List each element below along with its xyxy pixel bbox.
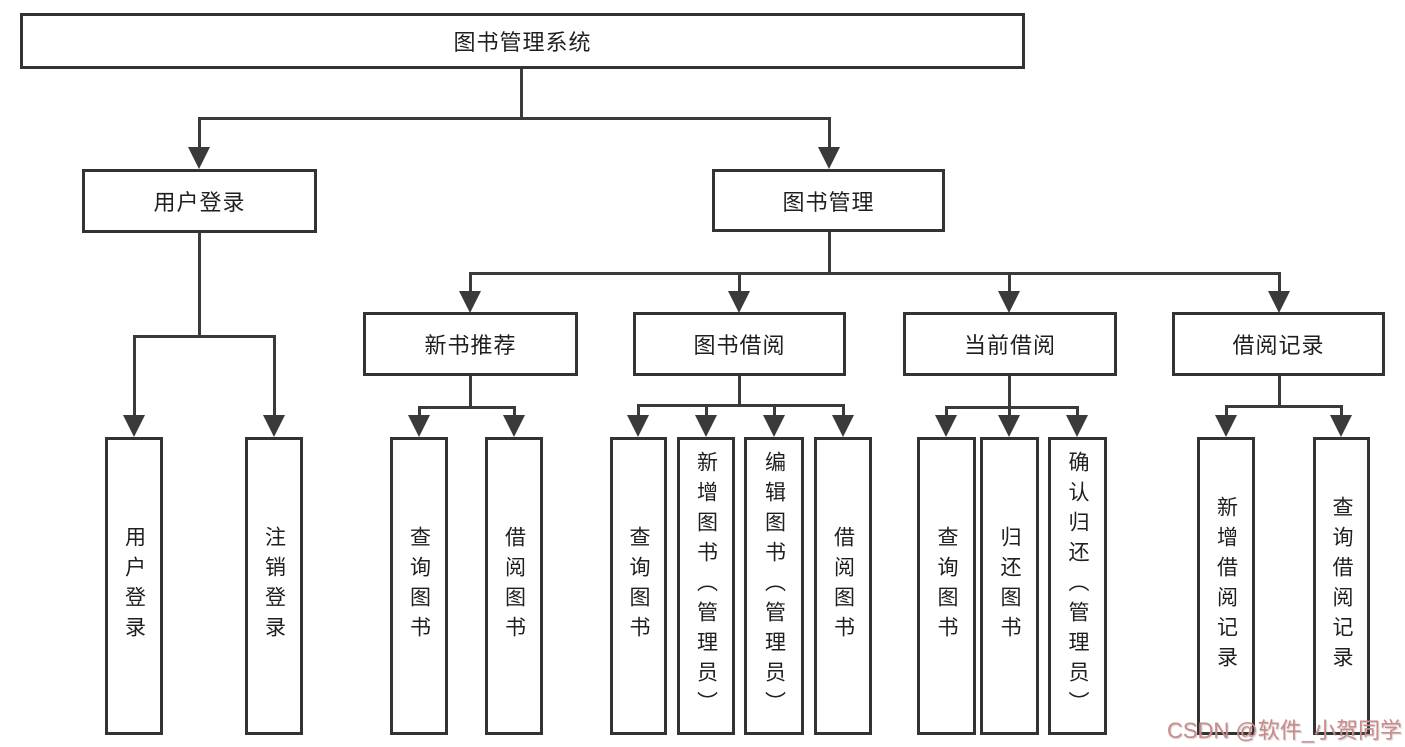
leaf-label: 查询图书 xyxy=(407,526,431,646)
leaf-edit-book-admin: 编辑图书（管理员） xyxy=(744,437,804,735)
connector-line xyxy=(828,232,831,272)
leaf-label: 注销登录 xyxy=(262,526,286,646)
connector-line xyxy=(1076,406,1079,415)
leaf-return-books: 归还图书 xyxy=(980,437,1039,735)
leaf-label: 用户登录 xyxy=(122,526,146,646)
node-label: 借阅记录 xyxy=(1232,333,1325,358)
arrowhead-down-icon xyxy=(998,415,1020,437)
leaf-label: 新增图书（管理员） xyxy=(694,451,718,721)
connector-line xyxy=(469,376,472,406)
node-label: 用户登录 xyxy=(153,190,246,215)
connector-line xyxy=(418,406,515,409)
connector-line xyxy=(1008,376,1011,406)
node-label: 图书借阅 xyxy=(693,333,786,358)
arrowhead-down-icon xyxy=(188,147,210,169)
node-label: 新书推荐 xyxy=(424,333,517,358)
connector-line xyxy=(945,406,1078,409)
leaf-logout: 注销登录 xyxy=(245,437,303,735)
connector-line xyxy=(198,233,201,335)
node-book-management: 图书管理 xyxy=(712,169,945,232)
connector-line xyxy=(469,272,472,291)
connector-line xyxy=(198,117,201,149)
connector-line xyxy=(637,404,844,407)
leaf-label: 新增借阅记录 xyxy=(1214,496,1238,676)
connector-line xyxy=(1225,405,1343,408)
leaf-label: 确认归还（管理员） xyxy=(1066,451,1089,721)
arrowhead-down-icon xyxy=(998,291,1020,313)
arrowhead-down-icon xyxy=(263,415,285,437)
leaf-add-book-admin: 新增图书（管理员） xyxy=(677,437,735,735)
node-user-login: 用户登录 xyxy=(82,169,317,233)
leaf-label: 查询图书 xyxy=(627,526,650,646)
connector-line xyxy=(133,335,276,338)
node-label: 图书管理 xyxy=(782,189,875,215)
node-current-borrow: 当前借阅 xyxy=(903,312,1117,376)
connector-line xyxy=(198,117,831,120)
connector-line xyxy=(1225,405,1228,415)
leaf-query-books-3: 查询图书 xyxy=(917,437,976,735)
leaf-borrow-books-2: 借阅图书 xyxy=(814,437,872,735)
arrowhead-down-icon xyxy=(123,415,145,437)
leaf-label: 查询图书 xyxy=(935,526,958,646)
arrowhead-down-icon xyxy=(728,291,750,313)
connector-line xyxy=(1340,405,1343,415)
leaf-label: 借阅图书 xyxy=(831,526,855,646)
arrowhead-down-icon xyxy=(408,415,430,437)
arrowhead-down-icon xyxy=(459,291,481,313)
arrowhead-down-icon xyxy=(818,147,840,169)
connector-line xyxy=(1008,406,1011,415)
connector-line xyxy=(773,404,776,415)
node-root: 图书管理系统 xyxy=(20,13,1025,69)
connector-line xyxy=(738,376,741,404)
connector-line xyxy=(1278,272,1281,291)
connector-line xyxy=(469,272,1281,275)
leaf-label: 借阅图书 xyxy=(502,526,526,646)
arrowhead-down-icon xyxy=(503,415,525,437)
leaf-add-borrow-record: 新增借阅记录 xyxy=(1197,437,1255,735)
connector-line xyxy=(705,404,708,415)
leaf-query-books-2: 查询图书 xyxy=(610,437,667,735)
arrowhead-down-icon xyxy=(1066,415,1088,437)
connector-line xyxy=(133,335,136,417)
connector-line xyxy=(945,406,948,415)
connector-line xyxy=(637,404,640,415)
leaf-query-borrow-record: 查询借阅记录 xyxy=(1313,437,1370,735)
connector-line xyxy=(738,272,741,291)
arrowhead-down-icon xyxy=(1268,291,1290,313)
arrowhead-down-icon xyxy=(695,415,717,437)
connector-line xyxy=(828,117,831,149)
leaf-user-login: 用户登录 xyxy=(105,437,163,735)
arrowhead-down-icon xyxy=(1215,415,1237,437)
node-book-borrow: 图书借阅 xyxy=(633,312,846,376)
connector-line xyxy=(273,335,276,417)
connector-line xyxy=(842,404,845,415)
arrowhead-down-icon xyxy=(1330,415,1352,437)
arrowhead-down-icon xyxy=(832,415,854,437)
leaf-label: 归还图书 xyxy=(998,526,1021,646)
connector-line xyxy=(1008,272,1011,291)
node-new-book-recommend: 新书推荐 xyxy=(363,312,578,376)
node-label: 图书管理系统 xyxy=(453,30,592,55)
node-label: 当前借阅 xyxy=(963,333,1056,358)
leaf-borrow-books-1: 借阅图书 xyxy=(485,437,543,735)
csdn-watermark: CSDN @软件_小贺同学 xyxy=(1166,718,1402,743)
leaf-label: 编辑图书（管理员） xyxy=(762,451,786,721)
node-borrow-records: 借阅记录 xyxy=(1172,312,1385,376)
arrowhead-down-icon xyxy=(627,415,649,437)
leaf-confirm-return-admin: 确认归还（管理员） xyxy=(1048,437,1107,735)
arrowhead-down-icon xyxy=(763,415,785,437)
arrowhead-down-icon xyxy=(935,415,957,437)
leaf-query-books-1: 查询图书 xyxy=(390,437,448,735)
connector-line xyxy=(520,69,523,117)
connector-line xyxy=(418,406,421,415)
leaf-label: 查询借阅记录 xyxy=(1330,496,1353,676)
connector-line xyxy=(513,406,516,415)
connector-line xyxy=(1278,376,1281,405)
